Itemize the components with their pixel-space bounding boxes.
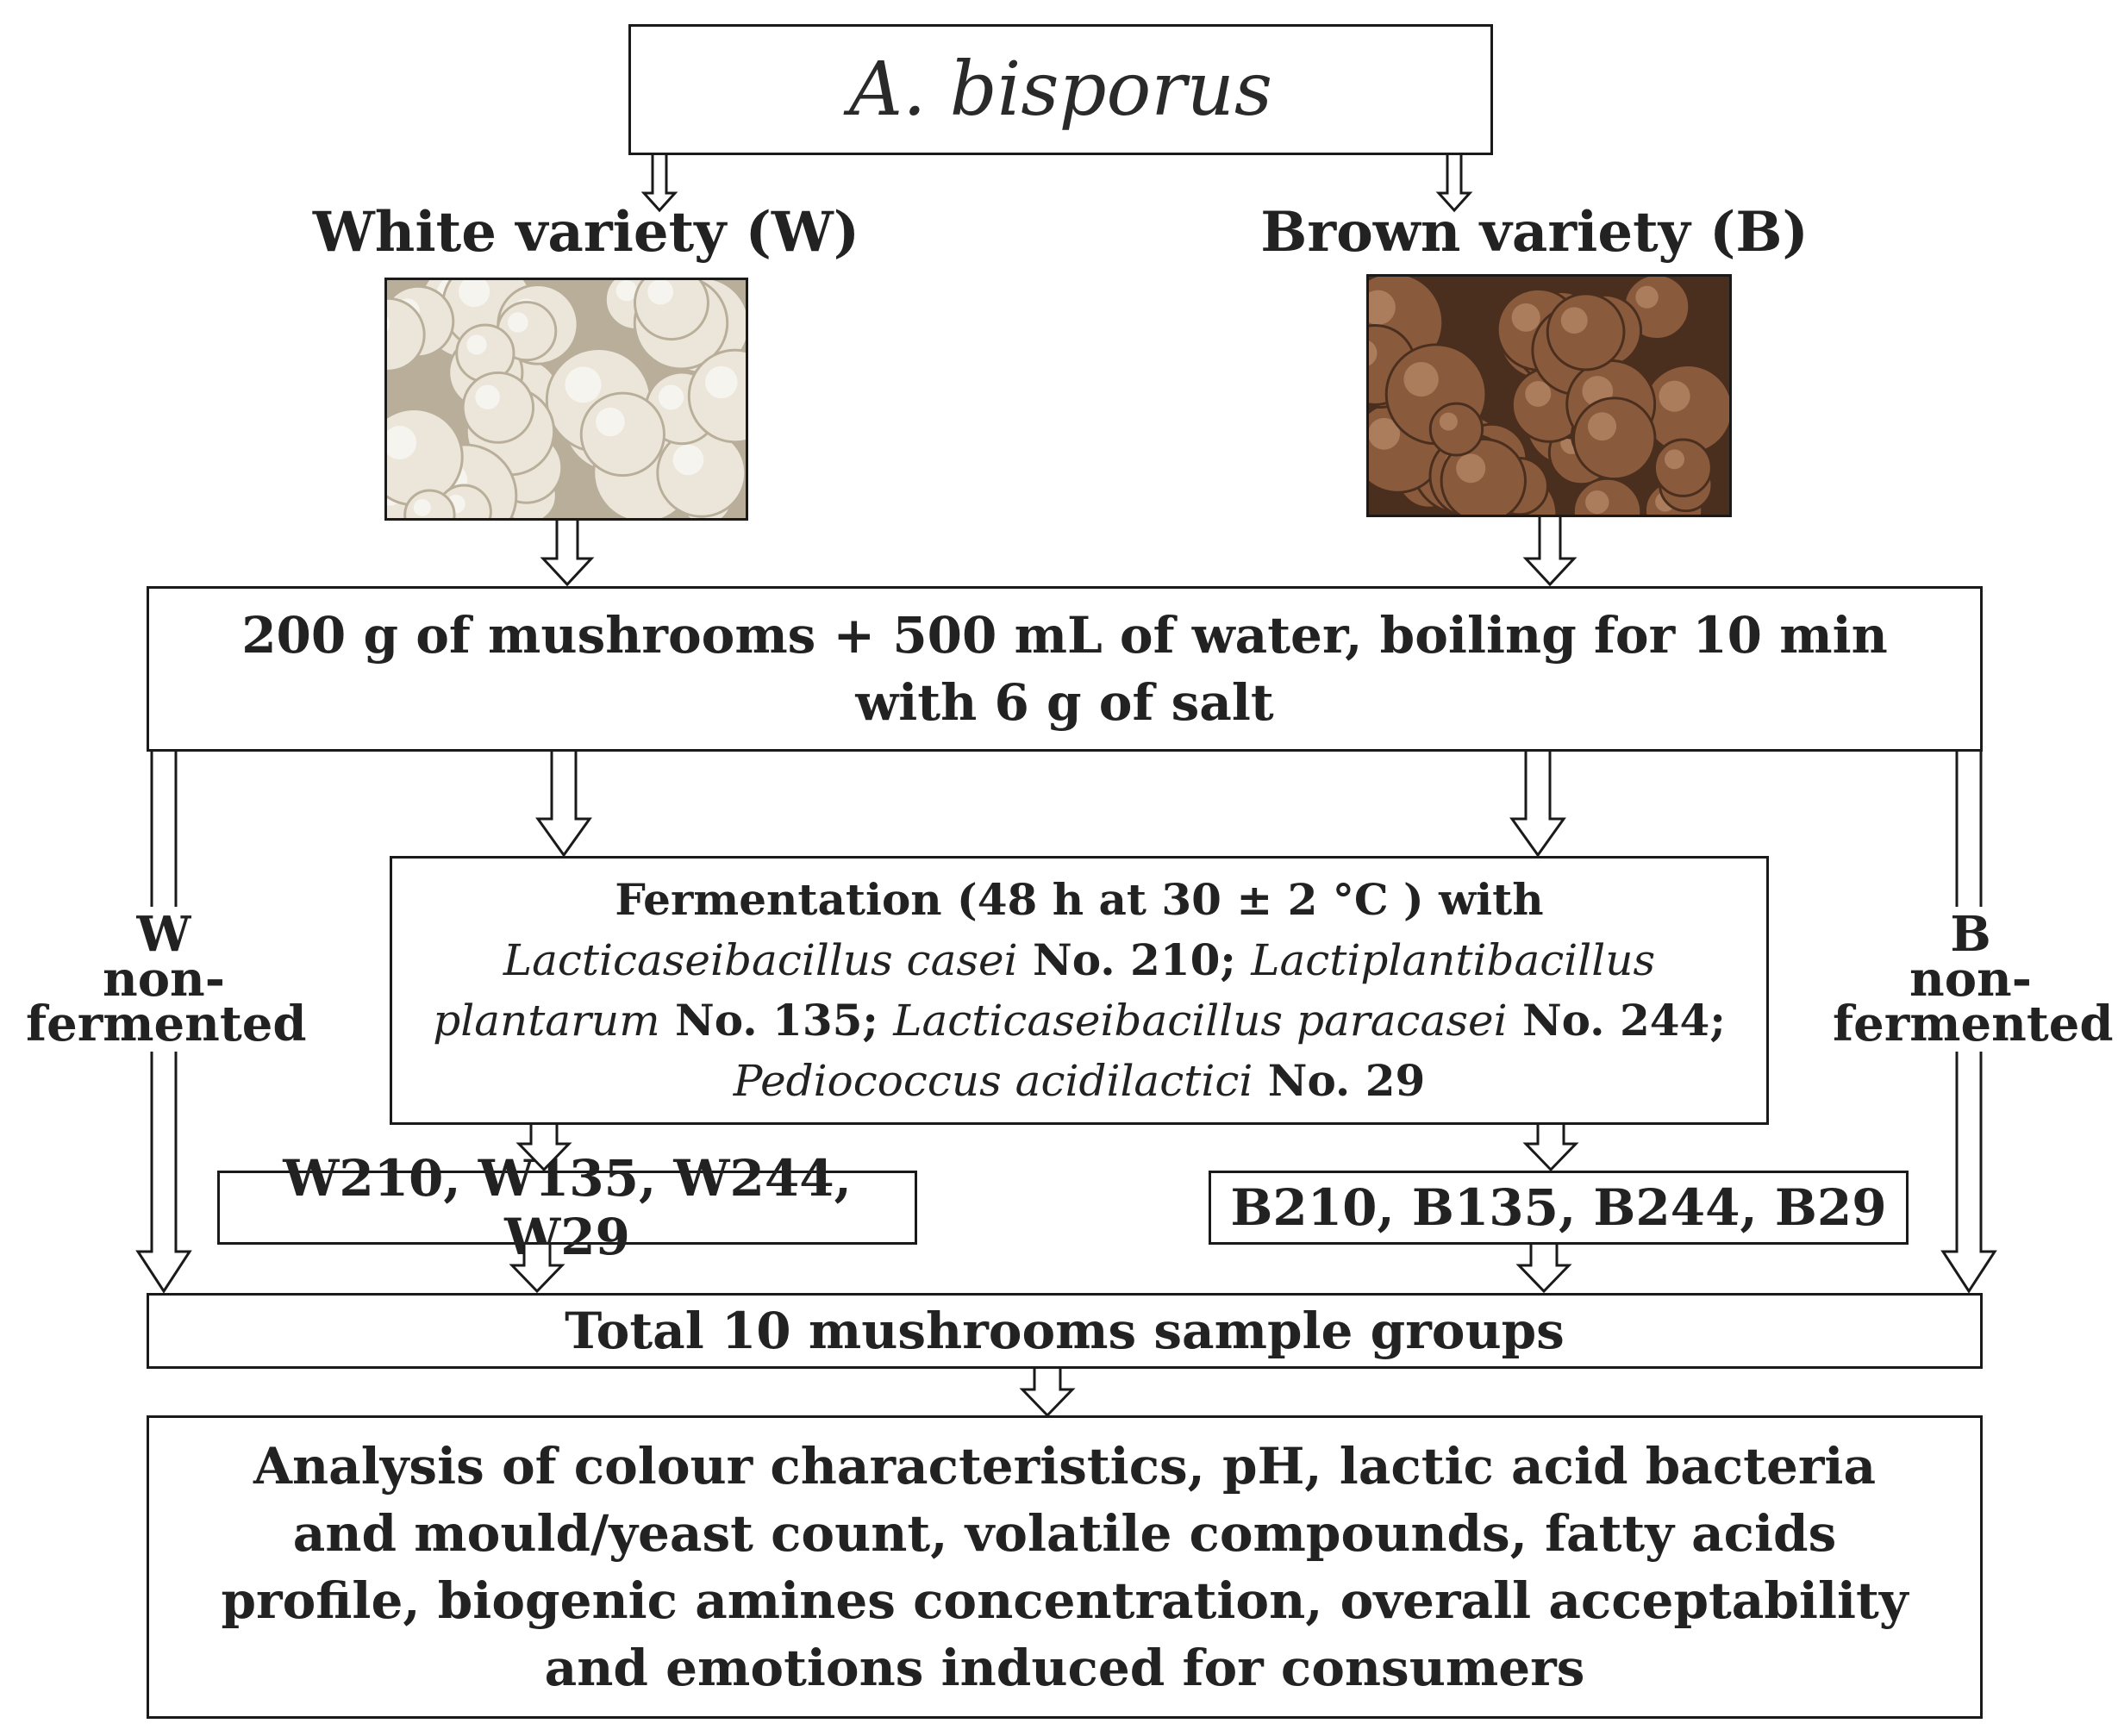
diagram-title: A. bisporus bbox=[849, 47, 1272, 133]
arrow-down-icon bbox=[640, 155, 678, 213]
brown-nonfermented-line3: fermented bbox=[1833, 996, 2114, 1052]
brown-fermented-groups-box: B210, B135, B244, B29 bbox=[1209, 1171, 1909, 1245]
white-nonfermented-line2: non- bbox=[102, 951, 226, 1008]
white-variety-label: White variety (W) bbox=[312, 200, 860, 265]
species-l-paracasei: Lacticaseibacillus paracasei bbox=[893, 996, 1508, 1046]
brown-variety-label: Brown variety (B) bbox=[1260, 200, 1809, 265]
brown-groups-text: B210, B135, B244, B29 bbox=[1230, 1178, 1887, 1237]
total-groups-box: Total 10 mushrooms sample groups bbox=[147, 1293, 1983, 1369]
analysis-text: Analysis of colour characteristics, pH, … bbox=[221, 1437, 1909, 1697]
brown-mushroom-image bbox=[1369, 277, 1729, 515]
fermentation-conditions: Fermentation (48 h at 30 ± 2 °C ) with bbox=[615, 874, 1544, 925]
strain-135: No. 135; bbox=[659, 995, 894, 1046]
arrow-down-icon bbox=[1435, 155, 1473, 213]
boiling-step-box: 200 g of mushrooms + 500 mL of water, bo… bbox=[147, 586, 1983, 752]
brown-nonfermented-label: B non- fermented bbox=[1833, 906, 2114, 1052]
brown-mushroom-photo bbox=[1366, 274, 1732, 517]
strain-210: No. 210; bbox=[1017, 934, 1252, 985]
fermentation-step-box: Fermentation (48 h at 30 ± 2 °C ) with L… bbox=[390, 856, 1769, 1125]
brown-nonfermented-line2: non- bbox=[1909, 951, 2033, 1008]
arrow-down-icon bbox=[1522, 517, 1578, 587]
white-nonfermented-line3: fermented bbox=[26, 996, 307, 1052]
brown-nonfermented-letter: B bbox=[1950, 906, 1991, 963]
strain-244: No. 244; bbox=[1507, 995, 1726, 1046]
arrow-down-icon bbox=[515, 1125, 572, 1172]
title-box: A. bisporus bbox=[628, 24, 1493, 155]
analysis-box: Analysis of colour characteristics, pH, … bbox=[147, 1415, 1983, 1719]
arrow-down-icon bbox=[1522, 1125, 1579, 1172]
arrow-down-icon bbox=[1509, 752, 1566, 858]
total-text: Total 10 mushrooms sample groups bbox=[565, 1302, 1565, 1360]
fermentation-text: Fermentation (48 h at 30 ± 2 °C ) with L… bbox=[427, 870, 1732, 1111]
white-mushroom-photo bbox=[384, 278, 748, 521]
white-mushroom-image bbox=[387, 280, 746, 518]
arrow-down-icon bbox=[1019, 1369, 1076, 1418]
strain-29: No. 29 bbox=[1253, 1055, 1426, 1106]
species-p-acidilactici: Pediococcus acidilactici bbox=[733, 1056, 1253, 1106]
arrow-down-icon bbox=[1515, 1245, 1572, 1294]
white-groups-text: W210, W135, W244, W29 bbox=[283, 1149, 852, 1266]
boiling-line-2: with 6 g of salt bbox=[855, 673, 1274, 732]
arrow-down-icon bbox=[509, 1245, 565, 1294]
white-fermented-groups-box: W210, W135, W244, W29 bbox=[217, 1149, 917, 1266]
boiling-line-1: 200 g of mushrooms + 500 mL of water, bo… bbox=[241, 606, 1888, 665]
white-nonfermented-letter: W bbox=[136, 906, 191, 963]
arrow-down-icon bbox=[535, 752, 592, 858]
arrow-down-icon bbox=[540, 521, 595, 587]
white-nonfermented-label: W non- fermented bbox=[26, 906, 307, 1052]
species-l-plantarum: Lactiplantibacillus plantarum bbox=[433, 935, 1656, 1046]
species-l-casei: Lacticaseibacillus casei bbox=[503, 935, 1018, 985]
